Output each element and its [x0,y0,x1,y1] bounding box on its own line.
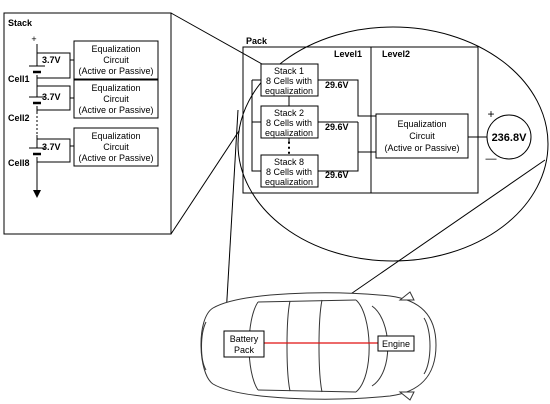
svg-text:equalization: equalization [265,86,313,96]
svg-text:(Active or Passive): (Active or Passive) [384,143,459,153]
svg-text:Stack 1: Stack 1 [274,66,304,76]
svg-text:Equalization: Equalization [91,83,140,93]
stack-circuit-3: Equalization Circuit (Active or Passive) [73,127,159,167]
svg-text:Equalization: Equalization [91,131,140,141]
svg-text:(Active or Passive): (Active or Passive) [78,105,153,115]
stack-panel: Stack + 3.7V Cell1 3.7V Cell2 3.7V [3,12,172,235]
svg-text:Engine: Engine [382,339,410,349]
cell8-label: Cell8 [8,158,30,168]
level2-box [370,46,479,194]
stack2-voltage: 29.6V [325,122,349,132]
cell8-voltage: 3.7V [42,142,61,152]
svg-text:8 Cells with: 8 Cells with [266,118,312,128]
pack-stack-2: Stack 2 8 Cells with equalization [260,105,319,139]
cell2-label: Cell2 [8,113,30,123]
svg-text:Stack 2: Stack 2 [274,108,304,118]
level1-label: Level1 [334,49,362,59]
battery-pack-box: Battery Pack [223,330,265,358]
pack-plus-sign: + [487,107,494,121]
svg-text:Stack 8: Stack 8 [274,157,304,167]
svg-text:Battery: Battery [230,334,259,344]
cell2-symbol [29,96,45,105]
stack-plus-sign: + [31,34,36,44]
pack-title: Pack [246,36,268,46]
svg-text:Circuit: Circuit [103,94,129,104]
pack-panel: Pack Level1 Level2 Stack 1 8 Cells with … [237,26,549,262]
stack-down-arrow [33,190,41,198]
stack-panel-title: Stack [8,18,33,28]
car-mirror-left [398,291,415,301]
car-door-line [318,299,323,393]
svg-text:Pack: Pack [234,345,255,355]
svg-text:(Active or Passive): (Active or Passive) [78,153,153,163]
pack-wires [251,79,487,172]
svg-text:equalization: equalization [265,128,313,138]
engine-box: Engine [377,335,415,352]
svg-text:Circuit: Circuit [103,55,129,65]
car-top-view [200,291,437,401]
car-front-bumper [423,317,431,375]
pack-minus-sign: — [486,153,497,165]
car-rear-bumper [201,321,207,371]
stack-ellipsis: ⋮ [282,139,296,155]
car-windshield [355,299,370,393]
svg-text:equalization: equalization [265,177,313,187]
cell1-voltage: 3.7V [42,55,61,65]
pack-stack-8: Stack 8 8 Cells with equalization [260,154,319,188]
pack-stack-1: Stack 1 8 Cells with equalization [260,63,319,97]
level2-circuit: Equalization Circuit (Active or Passive) [375,113,469,159]
car-door-line-rear [286,300,291,392]
stack8-voltage: 29.6V [325,170,349,180]
svg-text:Circuit: Circuit [409,131,435,141]
cell8-symbol [29,147,45,156]
svg-text:Equalization: Equalization [397,119,446,129]
stack-circuit-wires [37,52,74,163]
car-roof-lines [257,299,357,393]
pack-voltage: 236.8V [492,132,528,144]
stack1-voltage: 29.6V [325,80,349,90]
cell1-symbol [29,65,45,74]
cell2-voltage: 3.7V [42,92,61,102]
svg-text:Equalization: Equalization [91,44,140,54]
stack-circuit-1: Equalization Circuit (Active or Passive) [73,40,159,80]
svg-text:8 Cells with: 8 Cells with [266,167,312,177]
svg-text:(Active or Passive): (Active or Passive) [78,66,153,76]
svg-text:Circuit: Circuit [103,142,129,152]
car-mirror-right [398,391,415,401]
level2-label: Level2 [382,49,410,59]
stack-circuit-2: Equalization Circuit (Active or Passive) [73,79,159,119]
svg-text:8 Cells with: 8 Cells with [266,76,312,86]
cell1-label: Cell1 [8,74,30,84]
pack-voltage-circle [486,114,532,160]
